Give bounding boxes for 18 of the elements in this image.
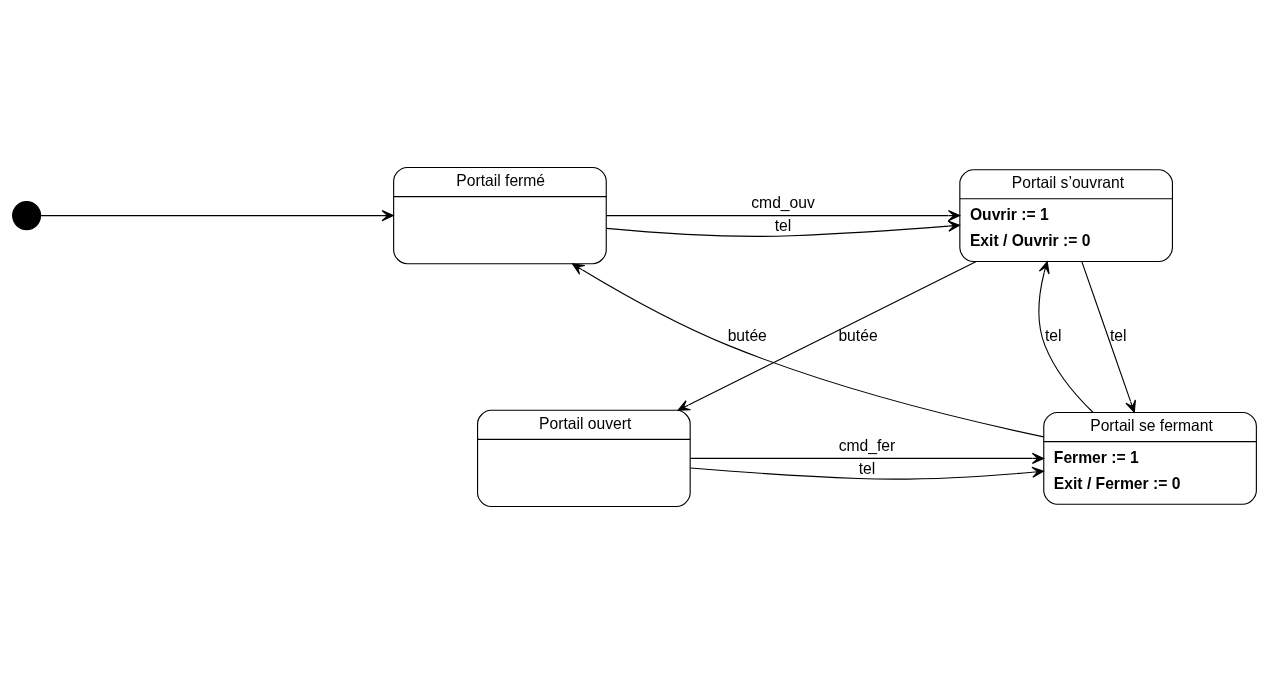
arrow	[605, 209, 961, 221]
arrow	[689, 466, 1045, 480]
arrow	[677, 260, 977, 411]
arrow	[1081, 260, 1136, 413]
node-circle	[12, 200, 42, 230]
edge-label: butée	[838, 326, 878, 344]
arrow	[605, 220, 961, 237]
arrow	[572, 262, 1045, 437]
edge-label: tel	[1045, 326, 1062, 344]
edge-label: tel	[774, 216, 792, 234]
edge-label: cmd_fer	[838, 436, 896, 454]
edge-label: tel	[1109, 326, 1127, 344]
edge-label: tel	[858, 459, 876, 477]
edge-label: butée	[727, 326, 767, 344]
arrow	[40, 209, 394, 221]
arrow	[689, 452, 1045, 464]
arrow	[1038, 260, 1094, 413]
edge-label: cmd_ouv	[751, 193, 815, 211]
